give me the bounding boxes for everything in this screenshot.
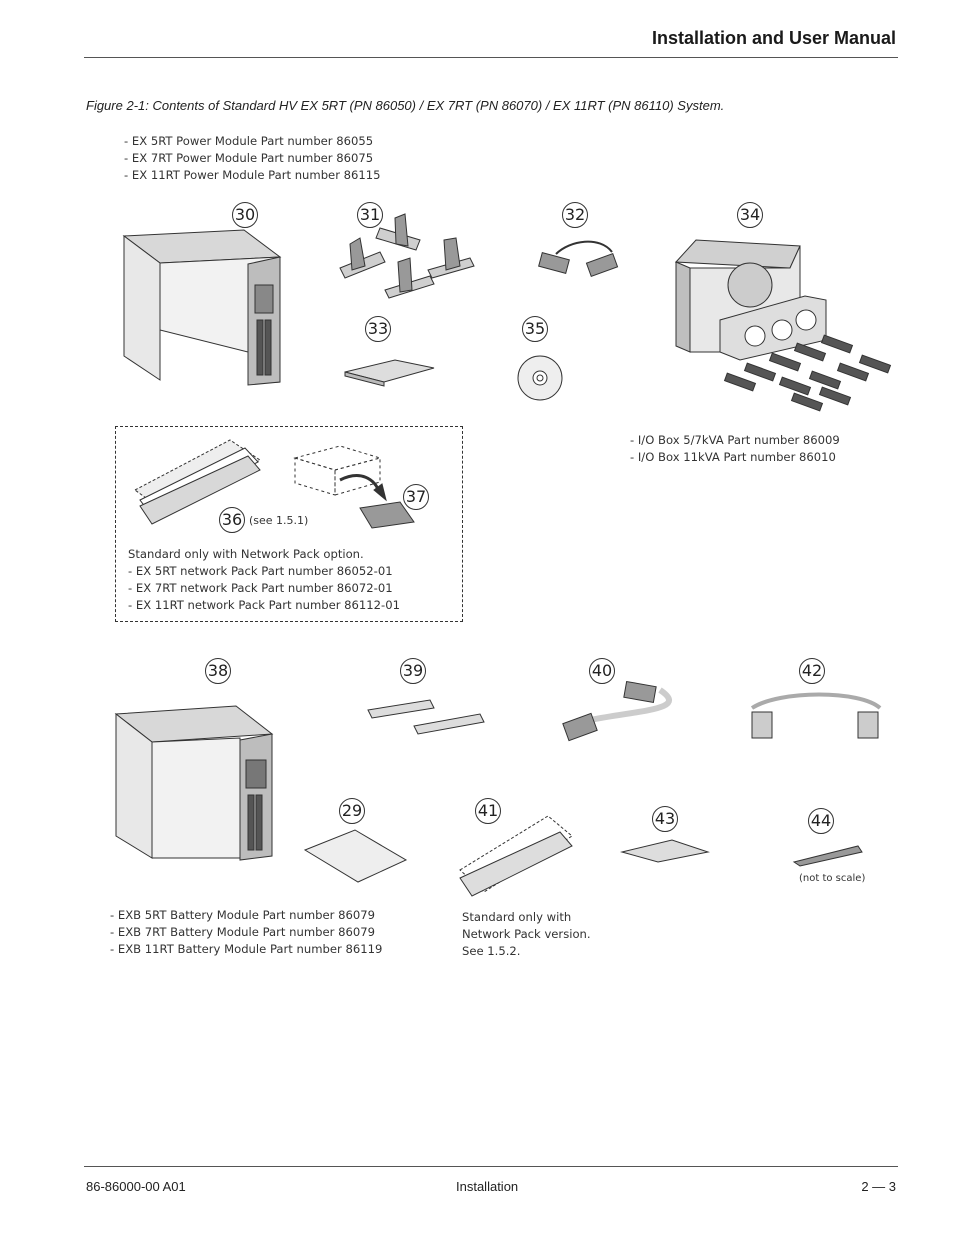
header-rule bbox=[84, 57, 898, 58]
callout-35: 35 bbox=[522, 316, 548, 342]
footer-section: Installation bbox=[456, 1179, 519, 1194]
power-module-illustration bbox=[122, 229, 282, 386]
callout-42: 42 bbox=[799, 658, 825, 684]
io-box-illustration bbox=[674, 239, 892, 412]
io-box-line: - I/O Box 11kVA Part number 86010 bbox=[630, 450, 836, 464]
power-cable-illustration bbox=[562, 680, 672, 742]
network-version-line: Standard only with bbox=[462, 910, 572, 924]
callout-39: 39 bbox=[400, 658, 426, 684]
cd-illustration bbox=[517, 355, 563, 401]
battery-line: - EXB 5RT Battery Module Part number 860… bbox=[110, 908, 375, 922]
power-module-list: - EX 5RT Power Module Part number 86055 … bbox=[124, 133, 381, 184]
footer-doc-number: 86-86000-00 A01 bbox=[86, 1179, 186, 1194]
battery-line: - EXB 11RT Battery Module Part number 86… bbox=[110, 942, 383, 956]
callout-44: 44 bbox=[808, 808, 834, 834]
network-pack-box bbox=[115, 426, 463, 622]
callout-32: 32 bbox=[562, 202, 588, 228]
network-pack-line: - EX 5RT network Pack Part number 86052-… bbox=[128, 564, 393, 578]
callout-40: 40 bbox=[589, 658, 615, 684]
callout-37: 37 bbox=[403, 484, 429, 510]
page-header-title: Installation and User Manual bbox=[651, 28, 896, 48]
callout-43: 43 bbox=[652, 806, 678, 832]
network-version-line: Network Pack version. bbox=[462, 927, 591, 941]
callout-34: 34 bbox=[737, 202, 763, 228]
footer-page-number: 2 — 3 bbox=[861, 1179, 896, 1194]
network-pack-line: - EX 7RT network Pack Part number 86072-… bbox=[128, 581, 393, 595]
hex-key-illustration bbox=[792, 845, 863, 867]
footer-rule bbox=[84, 1166, 898, 1167]
figure-caption: Figure 2-1: Contents of Standard HV EX 5… bbox=[86, 98, 725, 113]
callout-33: 33 bbox=[365, 316, 391, 342]
callout-38: 38 bbox=[205, 658, 231, 684]
network-box-illustration bbox=[459, 815, 573, 897]
power-module-line: - EX 7RT Power Module Part number 86075 bbox=[124, 151, 374, 165]
unpacking-illustration bbox=[293, 445, 382, 496]
network-version-note: Standard only with Network Pack version.… bbox=[462, 909, 591, 960]
mounting-plate-illustration bbox=[303, 829, 408, 883]
serial-cable-illustration bbox=[538, 240, 619, 278]
network-version-line: See 1.5.2. bbox=[462, 944, 521, 958]
io-box-list: - I/O Box 5/7kVA Part number 86009 - I/O… bbox=[630, 432, 840, 466]
see-note: (see 1.5.1) bbox=[249, 514, 309, 527]
battery-line: - EXB 7RT Battery Module Part number 860… bbox=[110, 925, 375, 939]
callout-29: 29 bbox=[339, 798, 365, 824]
network-pack-line: - EX 11RT network Pack Part number 86112… bbox=[128, 598, 400, 612]
power-module-line: - EX 5RT Power Module Part number 86055 bbox=[124, 134, 374, 148]
network-card-box-illustration bbox=[134, 439, 261, 525]
callout-41: 41 bbox=[475, 798, 501, 824]
booklet-illustration bbox=[620, 839, 710, 863]
feet-illustration bbox=[339, 213, 475, 299]
callout-36: 36 bbox=[219, 507, 245, 533]
not-to-scale-note: (not to scale) bbox=[799, 873, 866, 884]
brackets-illustration bbox=[367, 699, 485, 735]
callout-31: 31 bbox=[357, 202, 383, 228]
power-module-line: - EX 11RT Power Module Part number 86115 bbox=[124, 168, 381, 182]
io-box-line: - I/O Box 5/7kVA Part number 86009 bbox=[630, 433, 840, 447]
battery-list: - EXB 5RT Battery Module Part number 860… bbox=[110, 907, 382, 958]
network-pack-list: Standard only with Network Pack option. … bbox=[128, 546, 400, 614]
network-pack-line: Standard only with Network Pack option. bbox=[128, 547, 364, 561]
battery-module-illustration bbox=[114, 705, 274, 861]
callout-30: 30 bbox=[232, 202, 258, 228]
network-cable-illustration bbox=[750, 692, 882, 739]
